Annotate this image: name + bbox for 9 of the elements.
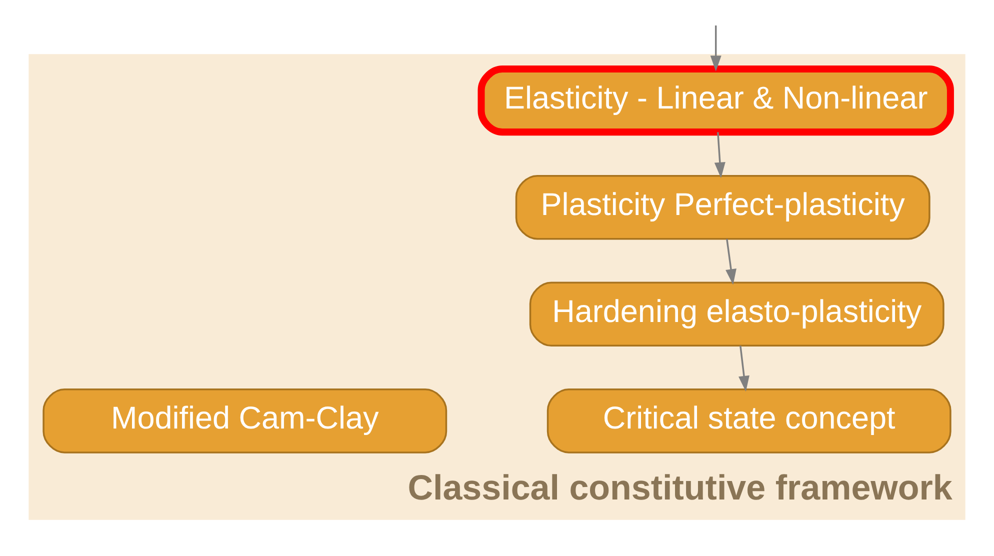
- node-box: Modified Cam-Clay: [42, 388, 448, 453]
- node-box: Critical state concept: [546, 388, 952, 453]
- node-box: Plasticity Perfect-plasticity: [515, 174, 930, 240]
- arrow: [710, 24, 722, 71]
- arrow: [738, 345, 750, 392]
- node-box: Elasticity - Linear & Non-linear: [478, 65, 954, 136]
- node-box: Hardening elasto-plasticity: [529, 281, 944, 346]
- arrow: [726, 238, 736, 284]
- arrow: [714, 132, 726, 178]
